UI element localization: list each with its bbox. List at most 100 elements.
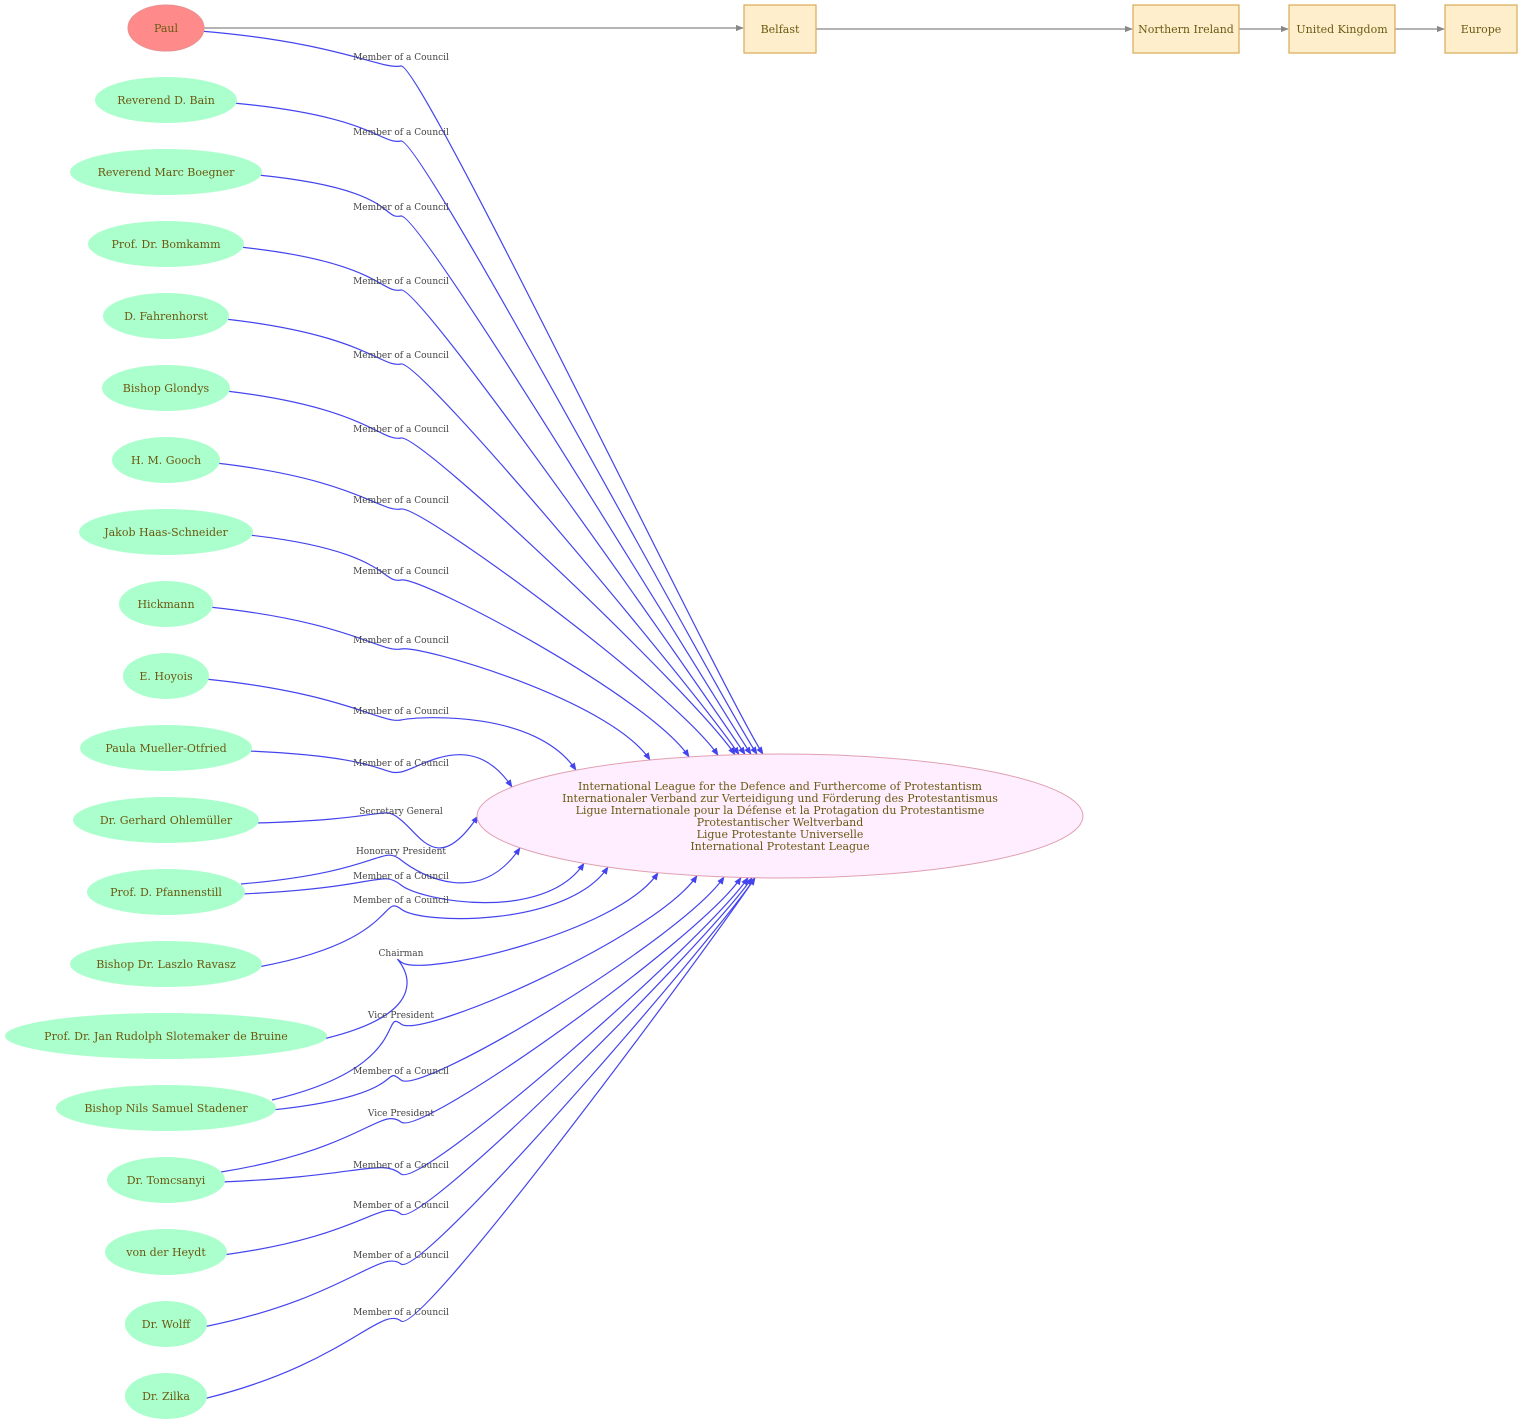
- organization-node-shape: [476, 753, 1084, 879]
- person-node-shape: [95, 77, 237, 123]
- person-name: H. M. Gooch: [131, 454, 201, 467]
- person-node-paul[interactable]: Paul: [127, 4, 205, 52]
- role-label: Member of a Council: [353, 425, 449, 435]
- place-node-shape: [1132, 4, 1240, 54]
- membership-edge: [224, 318, 740, 756]
- organization-name-line: Protestantischer Weltverband: [697, 816, 864, 829]
- edges-layer: [199, 24, 1445, 1400]
- place-node-united-kingdom[interactable]: United Kingdom: [1288, 4, 1396, 54]
- organization-name-line: Ligue Internationale pour la Défense et …: [576, 804, 985, 817]
- role-label: Member of a Council: [353, 203, 449, 213]
- person-node-prof-dr-jan-rudolph-slotemaker-de-bruine[interactable]: Prof. Dr. Jan Rudolph Slotemaker de Brui…: [5, 1013, 327, 1059]
- person-node-shape: [112, 437, 220, 483]
- membership-edge: [240, 847, 521, 885]
- place-node-shape: [1288, 4, 1396, 54]
- role-label: Member of a Council: [353, 707, 449, 717]
- person-node-shape: [87, 869, 245, 915]
- organization-name-line: International Protestant League: [690, 840, 869, 853]
- person-name: Paula Mueller-Otfried: [105, 742, 226, 755]
- place-node-belfast[interactable]: Belfast: [743, 4, 817, 54]
- person-name: Prof. Dr. Jan Rudolph Slotemaker de Brui…: [44, 1030, 288, 1043]
- person-node-shape: [102, 365, 230, 411]
- role-label: Member of a Council: [353, 277, 449, 287]
- role-label: Member of a Council: [353, 759, 449, 769]
- person-name: Reverend Marc Boegner: [98, 166, 235, 179]
- person-node-shape: [73, 797, 259, 843]
- role-label: Member of a Council: [353, 496, 449, 506]
- person-node-d-fahrenhorst[interactable]: D. Fahrenhorst: [103, 293, 229, 339]
- person-name: Bishop Glondys: [123, 382, 210, 395]
- role-label: Member of a Council: [353, 351, 449, 361]
- person-node-bishop-nils-samuel-stadener[interactable]: Bishop Nils Samuel Stadener: [56, 1085, 276, 1131]
- role-label: Secretary General: [359, 807, 443, 817]
- place-name: Europe: [1461, 23, 1502, 36]
- role-label: Member of a Council: [353, 636, 449, 646]
- membership-edge: [239, 246, 746, 756]
- person-name: Bishop Nils Samuel Stadener: [84, 1102, 248, 1115]
- membership-edge: [240, 862, 585, 904]
- person-node-shape: [79, 509, 253, 555]
- membership-edge: [257, 174, 752, 755]
- membership-edge: [208, 606, 651, 761]
- person-node-bishop-dr-laszlo-ravasz[interactable]: Bishop Dr. Laszlo Ravasz: [70, 941, 262, 987]
- person-name: Dr. Wolff: [142, 1318, 192, 1331]
- person-node-dr-wolff[interactable]: Dr. Wolff: [125, 1301, 207, 1347]
- person-node-prof-d-pfannenstill[interactable]: Prof. D. Pfannenstill: [87, 869, 245, 915]
- person-name: D. Fahrenhorst: [124, 310, 208, 323]
- person-node-hickmann[interactable]: Hickmann: [119, 581, 213, 627]
- role-label: Chairman: [379, 949, 424, 959]
- place-name: United Kingdom: [1296, 23, 1388, 36]
- role-label: Vice President: [367, 1109, 435, 1119]
- person-node-shape: [103, 293, 229, 339]
- membership-edge: [199, 30, 764, 755]
- person-node-dr-gerhard-ohlem-ller[interactable]: Dr. Gerhard Ohlemüller: [73, 797, 259, 843]
- role-label: Member of a Council: [353, 1308, 449, 1318]
- person-name: E. Hoyois: [139, 670, 193, 683]
- person-node-shape: [70, 941, 262, 987]
- place-node-shape: [743, 4, 817, 54]
- person-node-h-m-gooch[interactable]: H. M. Gooch: [112, 437, 220, 483]
- place-node-shape: [1444, 4, 1518, 54]
- person-node-von-der-heydt[interactable]: von der Heydt: [105, 1229, 227, 1275]
- place-name: Northern Ireland: [1138, 23, 1234, 36]
- person-node-shape: [107, 1157, 225, 1203]
- role-label: Member of a Council: [353, 1161, 449, 1171]
- place-node-europe[interactable]: Europe: [1444, 4, 1518, 54]
- person-node-e-hoyois[interactable]: E. Hoyois: [123, 653, 209, 699]
- place-name: Belfast: [761, 23, 800, 36]
- membership-edge: [254, 812, 479, 849]
- role-label: Member of a Council: [353, 872, 449, 882]
- person-node-prof-dr-bomkamm[interactable]: Prof. Dr. Bomkamm: [88, 221, 244, 267]
- person-node-shape: [70, 149, 262, 195]
- role-label: Member of a Council: [353, 1201, 449, 1211]
- membership-edge: [271, 874, 698, 1101]
- person-node-shape: [127, 4, 205, 52]
- membership-edge: [225, 390, 736, 756]
- role-label: Member of a Council: [353, 53, 449, 63]
- membership-edge: [271, 876, 725, 1111]
- person-node-dr-tomcsanyi[interactable]: Dr. Tomcsanyi: [107, 1157, 225, 1203]
- person-node-shape: [123, 653, 209, 699]
- person-node-shape: [105, 1229, 227, 1275]
- role-label: Vice President: [367, 1011, 435, 1021]
- membership-edge: [257, 866, 609, 968]
- person-name: Dr. Tomcsanyi: [127, 1174, 206, 1187]
- place-node-northern-ireland[interactable]: Northern Ireland: [1132, 4, 1240, 54]
- person-node-shape: [125, 1301, 207, 1347]
- organization-node[interactable]: International League for the Defence and…: [476, 753, 1084, 879]
- person-node-shape: [125, 1373, 207, 1419]
- person-node-dr-zilka[interactable]: Dr. Zilka: [125, 1373, 207, 1419]
- membership-edge: [202, 877, 756, 1400]
- person-node-shape: [56, 1085, 276, 1131]
- person-name: Bishop Dr. Laszlo Ravasz: [96, 958, 236, 971]
- membership-edge: [204, 678, 577, 771]
- person-node-reverend-marc-boegner[interactable]: Reverend Marc Boegner: [70, 149, 262, 195]
- person-name: Jakob Haas-Schneider: [103, 526, 228, 539]
- person-node-paula-mueller-otfried[interactable]: Paula Mueller-Otfried: [80, 725, 252, 771]
- person-node-bishop-glondys[interactable]: Bishop Glondys: [102, 365, 230, 411]
- person-node-jakob-haas-schneider[interactable]: Jakob Haas-Schneider: [79, 509, 253, 555]
- membership-edge: [215, 462, 719, 756]
- person-node-shape: [5, 1013, 327, 1059]
- person-node-reverend-d-bain[interactable]: Reverend D. Bain: [95, 77, 237, 123]
- role-label: Member of a Council: [353, 128, 449, 138]
